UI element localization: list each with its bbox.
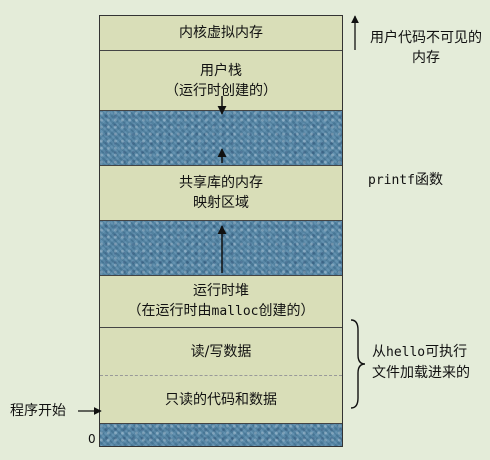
loaded-from-hello-note: 从hello可执行 文件加载进来的: [372, 342, 470, 383]
rw-label: 读/写数据: [190, 343, 252, 360]
printf-note: printf函数: [368, 170, 443, 191]
printf-text: 函数: [414, 172, 443, 188]
memory-layout: 内核虚拟内存 用户栈 （运行时创建的） 共享库的内存 映射区域 运行时堆 （在运…: [99, 15, 343, 447]
malloc-code: malloc: [211, 304, 259, 319]
stack-label: 用户栈: [200, 62, 242, 79]
unused-gap-upper: [100, 111, 342, 166]
stack-sublabel: （运行时创建的）: [165, 82, 277, 99]
heap-label: 运行时堆: [193, 283, 249, 299]
heap-sublabel: （在运行时由malloc创建的）: [127, 303, 315, 319]
read-only-code-segment: 只读的代码和数据: [100, 376, 342, 424]
shared-sublabel: 映射区域: [193, 195, 249, 211]
printf-code: printf: [368, 173, 415, 188]
user-stack-segment: 用户栈 （运行时创建的）: [100, 51, 342, 111]
shared-label: 共享库的内存: [179, 175, 263, 191]
invisible-memory-note: 用户代码不可见的 内存: [362, 28, 490, 68]
loaded-brace: [350, 319, 366, 409]
ro-label: 只读的代码和数据: [165, 391, 277, 408]
read-write-data-segment: 读/写数据: [100, 328, 342, 376]
loaded-line2: 文件加载进来的: [372, 365, 470, 381]
program-start-label: 程序开始: [10, 403, 66, 419]
address-zero-label: 0: [88, 432, 96, 446]
unused-gap-lower: [100, 221, 342, 276]
shared-library-segment: 共享库的内存 映射区域: [100, 166, 342, 221]
reserved-bottom-segment: [100, 424, 342, 446]
kernel-virtual-memory-segment: 内核虚拟内存: [100, 16, 342, 51]
invisible-line2: 内存: [412, 50, 440, 66]
kernel-label: 内核虚拟内存: [179, 25, 263, 41]
invisible-line1: 用户代码不可见的: [370, 30, 482, 46]
runtime-heap-segment: 运行时堆 （在运行时由malloc创建的）: [100, 276, 342, 328]
loaded-line1: 从hello可执行: [372, 344, 468, 360]
hello-code: hello: [386, 345, 426, 360]
